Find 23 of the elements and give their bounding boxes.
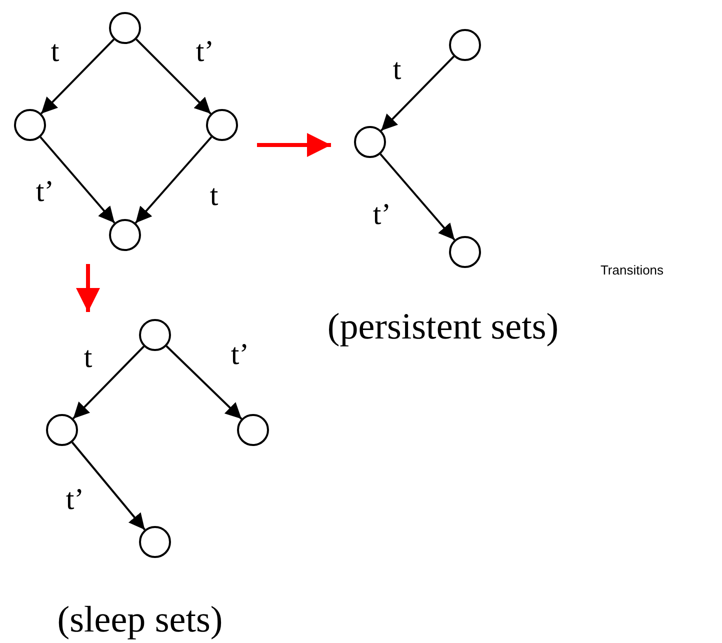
state-circle (139, 319, 171, 351)
arrow (380, 56, 455, 132)
arrow (40, 136, 116, 224)
state-circle (206, 109, 238, 141)
state-circle (109, 12, 141, 44)
arrow (134, 136, 212, 224)
arrow (40, 38, 115, 114)
state-circle (449, 29, 481, 61)
arrow (380, 153, 456, 241)
state-circle (449, 236, 481, 268)
state-circle (14, 109, 46, 141)
state-circle (354, 126, 386, 158)
arrow (71, 442, 146, 530)
arrow (136, 38, 212, 114)
arrow (72, 346, 145, 420)
state-circle (46, 414, 78, 446)
state-circle (109, 219, 141, 251)
caption: (persistent sets) (327, 308, 559, 346)
arrow (166, 345, 242, 420)
caption: (sleep sets) (57, 602, 223, 638)
state-circle (139, 526, 171, 558)
state-circle (237, 414, 269, 446)
transitions-label: Transitions (600, 264, 664, 276)
